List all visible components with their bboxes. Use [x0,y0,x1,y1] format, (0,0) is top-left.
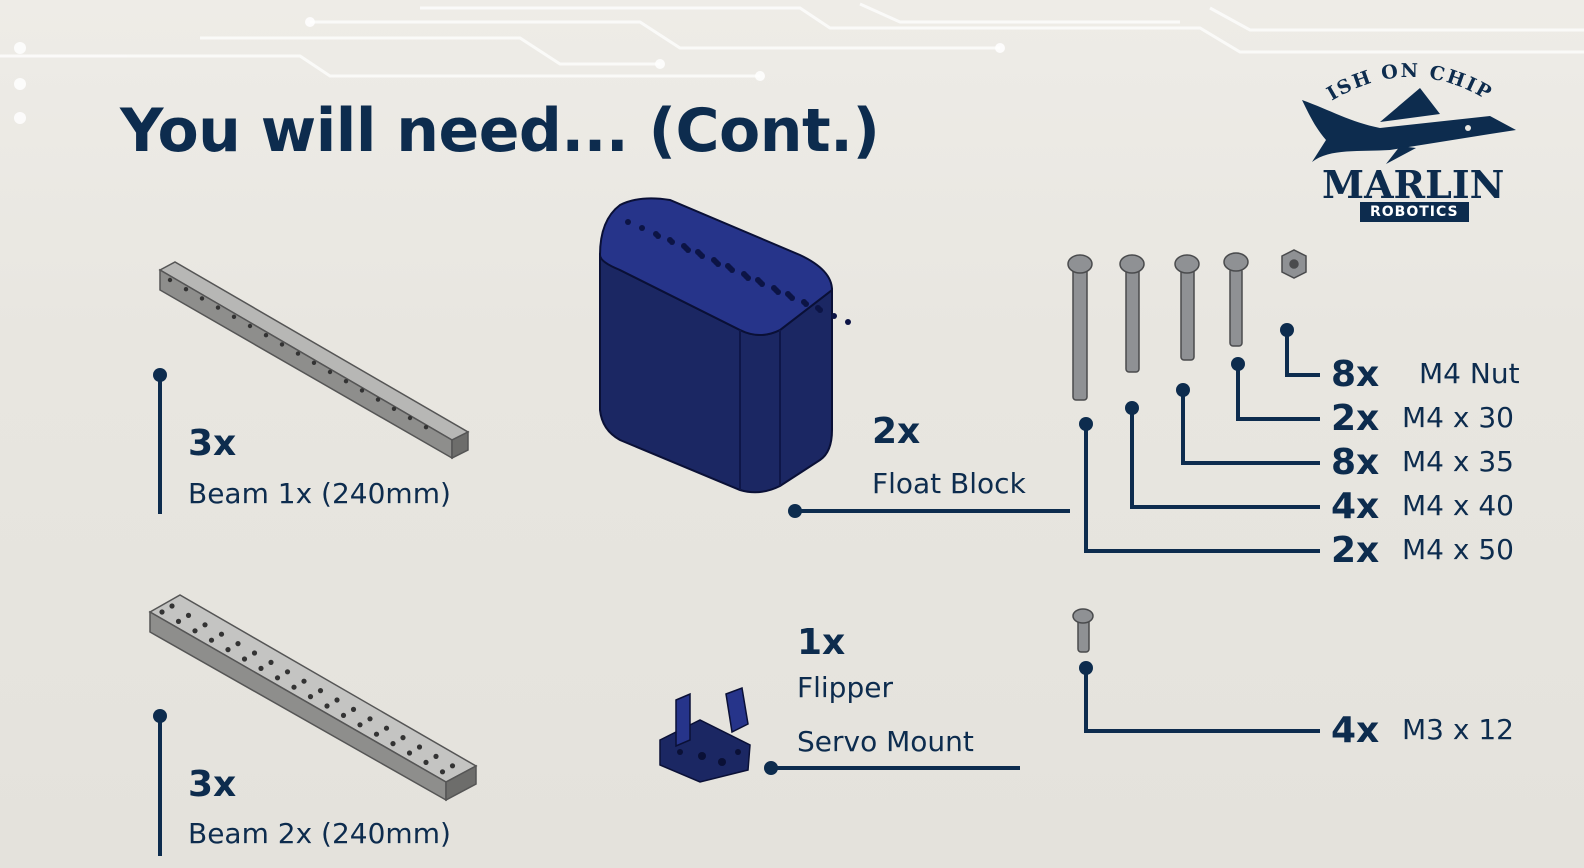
beam-1x-image [158,261,470,460]
hardware-label: M4 x 30 [1402,401,1514,434]
beam-2x-image [148,594,478,802]
dot-1 [14,42,26,54]
hardware-qty: 8x [1331,354,1380,395]
beam2-qty: 3x [188,764,237,805]
hardware-qty: 2x [1331,398,1380,439]
logo-subtitle: ROBOTICS [1360,202,1469,222]
float-block-image [598,197,851,494]
beam1-qty: 3x [188,423,237,464]
float-block-label: Float Block [872,467,1026,500]
hardware-qty: 2x [1331,530,1380,571]
page-title: You will need... (Cont.) [120,96,880,166]
leader-lines [158,330,1320,856]
beam1-label: Beam 1x (240mm) [188,477,451,510]
flipper-label-line1: Flipper [797,671,893,704]
hardware-label: M4 x 50 [1402,533,1514,566]
beam2-label: Beam 2x (240mm) [188,817,451,850]
screw-set-image [1067,249,1307,653]
flipper-label-line2: Servo Mount [797,725,974,758]
hardware-label: M3 x 12 [1402,713,1514,746]
logo-name: MARLIN [1322,162,1505,207]
hardware-label: M4 Nut [1419,357,1520,390]
hardware-label: M4 x 35 [1402,445,1514,478]
hardware-qty: 8x [1331,442,1380,483]
float-block-qty: 2x [872,411,921,452]
flipper-servo-mount-image [659,686,751,783]
hardware-label: M4 x 40 [1402,489,1514,522]
leader-dots [153,323,1294,775]
flipper-qty: 1x [797,622,846,663]
hardware-qty: 4x [1331,486,1380,527]
hardware-qty: 4x [1331,710,1380,751]
